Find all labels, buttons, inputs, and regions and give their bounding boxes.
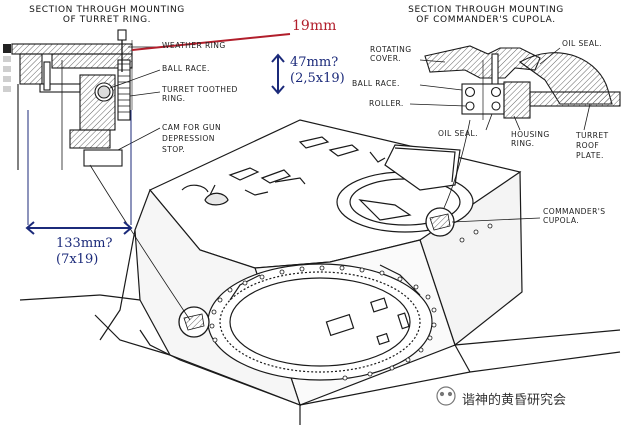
annotation-133mm-line1: 133mm? [56,236,113,251]
right-title-line1: SECTION THROUGH MOUNTING [408,5,564,15]
annotation-47mm-line2: (2,5x19) [290,70,345,86]
label-turret-toothed-ring-line1: TURRET TOOTHED [162,85,238,94]
label-commanders-cupola: COMMANDER'S CUPOLA. [543,207,606,225]
watermark-text: 谐神的黄昏研究会 [462,393,567,408]
label-turret-roof-plate-line3: PLATE. [576,150,604,160]
label-rotating-cover-line1: ROTATING [370,45,412,54]
annotation-47mm-line1: 47mm? [290,55,339,70]
label-roller: ROLLER. [369,99,404,108]
left-title-line2: OF TURRET RING. [62,14,152,25]
wechat-icon [436,386,456,406]
label-housing-ring-line2: RING. [511,138,535,148]
turret-ring-section [11,29,133,170]
annotation-19mm: 19mm [292,18,337,34]
label-turret-roof-plate: TURRET ROOF PLATE. [576,131,609,161]
label-cam-line2: DEPRESSION [162,134,215,143]
right-section-title: SECTION THROUGH MOUNTING OF COMMANDER'S … [396,5,576,26]
right-title-line2: OF COMMANDER'S CUPOLA. [416,14,556,25]
label-housing-ring: HOUSING RING. [511,130,550,148]
turret-body [19,119,621,425]
label-cam-line3: STOP. [162,145,186,154]
label-turret-toothed-ring-line2: RING. [162,93,186,103]
label-housing-ring-line1: HOUSING [511,130,550,139]
label-turret-roof-plate-line2: ROOF [576,140,600,150]
label-cam-line1: CAM FOR GUN [162,123,222,132]
label-oil-seal-top: OIL SEAL. [562,39,602,48]
cupola-section [424,45,621,120]
label-ball-race-left: BALL RACE. [162,64,210,73]
annotation-47mm: 47mm? (2,5x19) [290,55,345,86]
annotation-133mm: 133mm? (7x19) [56,236,112,267]
right-leaders [409,47,591,223]
label-rotating-cover: ROTATING COVER. [370,45,412,63]
label-turret-toothed-ring: TURRET TOOTHED RING. [162,85,238,103]
label-turret-roof-plate-line1: TURRET [576,131,609,140]
dimension-annotations [25,33,291,235]
label-ball-race-right: BALL RACE. [352,79,400,88]
rivets [209,223,493,381]
label-oil-seal-bottom: OIL SEAL. [438,129,478,138]
label-commanders-cupola-line1: COMMANDER'S [543,207,606,216]
label-cam-gun-depression-stop: CAM FOR GUN DEPRESSION STOP. [162,122,221,155]
annotation-133mm-line2: (7x19) [56,251,99,267]
label-rotating-cover-line2: COVER. [370,53,401,63]
left-title-line1: SECTION THROUGH MOUNTING [29,5,185,15]
label-weather-ring: WEATHER RING [162,41,226,50]
label-commanders-cupola-line2: CUPOLA. [543,215,580,225]
margin-marks [3,44,11,92]
left-section-title: SECTION THROUGH MOUNTING OF TURRET RING. [22,5,192,26]
